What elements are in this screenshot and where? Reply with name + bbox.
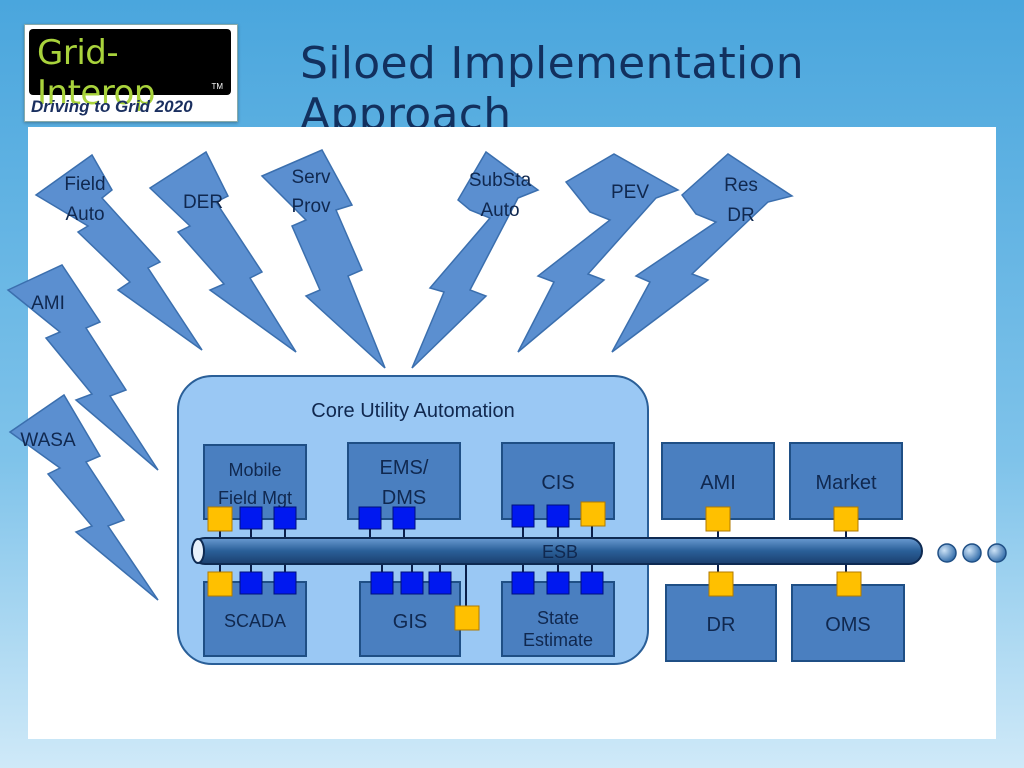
bolt-wasa-label: WASA xyxy=(20,430,76,451)
ami-box-label: AMI xyxy=(700,472,736,494)
esb-bus-end xyxy=(191,538,205,564)
yellow-connector xyxy=(454,605,480,631)
market-box xyxy=(789,442,903,520)
blue-connector xyxy=(546,571,570,595)
cis-label: CIS xyxy=(541,472,574,494)
dr-box xyxy=(665,584,777,662)
bolt-ami-label: AMI xyxy=(31,293,65,314)
yellow-connector xyxy=(580,501,606,527)
ems-dms-label-1: EMS/ xyxy=(380,457,429,479)
continuation-dot xyxy=(987,543,1007,563)
blue-connector xyxy=(273,506,297,530)
continuation-dot xyxy=(937,543,957,563)
grid-interop-logo: Grid-Interop TM Driving to Grid 2020 xyxy=(24,24,238,122)
bolt-res-dr xyxy=(611,153,794,353)
core-utility-label: Core Utility Automation xyxy=(311,400,514,422)
bolt-der xyxy=(148,150,297,353)
bolt-field-auto-label-1: Field xyxy=(64,174,105,195)
bolt-pev xyxy=(517,153,680,353)
bolt-serv-prov-label-2: Prov xyxy=(291,196,331,217)
blue-connector xyxy=(239,571,263,595)
slide-title: Siloed Implementation Approach xyxy=(300,38,804,140)
blue-connector xyxy=(546,504,570,528)
bolt-serv-prov-label-1: Serv xyxy=(291,167,331,188)
blue-connector xyxy=(400,571,424,595)
yellow-connector xyxy=(207,506,233,532)
bolt-serv-prov xyxy=(260,149,386,369)
ami-box xyxy=(661,442,775,520)
yellow-connector xyxy=(708,571,734,597)
gis-label: GIS xyxy=(393,611,427,633)
blue-connector xyxy=(239,506,263,530)
bolt-wasa xyxy=(8,393,159,601)
blue-connector xyxy=(358,506,382,530)
logo-tm: TM xyxy=(211,82,223,91)
yellow-connector xyxy=(705,506,731,532)
scada-label: SCADA xyxy=(224,611,286,631)
bolt-substa-auto-label-1: SubSta xyxy=(469,170,532,191)
logo-badge: Grid-Interop TM xyxy=(29,29,231,113)
blue-connector xyxy=(370,571,394,595)
state-estimate-label-1: State xyxy=(537,608,579,628)
oms-box-label: OMS xyxy=(825,614,871,636)
mobile-field-mgt-label-1: Mobile xyxy=(228,460,281,480)
state-estimate-label-2: Estimate xyxy=(523,630,593,650)
market-box-label: Market xyxy=(815,472,877,494)
blue-connector xyxy=(392,506,416,530)
blue-connector xyxy=(428,571,452,595)
blue-connector xyxy=(511,571,535,595)
bolt-field-auto xyxy=(34,153,203,351)
blue-connector xyxy=(273,571,297,595)
logo-tagline: Driving to Grid 2020 xyxy=(31,97,193,116)
blue-connector xyxy=(511,504,535,528)
bolt-pev-label: PEV xyxy=(611,182,649,203)
bolt-ami xyxy=(6,264,159,471)
continuation-dot xyxy=(962,543,982,563)
logo-wordmark: Grid-Interop xyxy=(37,33,155,113)
ems-dms-label-2: DMS xyxy=(382,487,426,509)
dr-box-label: DR xyxy=(707,614,736,636)
bolt-substa-auto-label-2: Auto xyxy=(480,200,519,221)
oms-box xyxy=(791,584,905,662)
yellow-connector xyxy=(836,571,862,597)
bolt-res-dr-label-1: Res xyxy=(724,175,758,196)
esb-label: ESB xyxy=(542,542,578,562)
blue-connector xyxy=(580,571,604,595)
bolt-der-label: DER xyxy=(183,192,223,213)
bolt-substa-auto xyxy=(411,150,540,369)
bolt-field-auto-label-2: Auto xyxy=(65,204,104,225)
yellow-connector xyxy=(207,571,233,597)
bolt-res-dr-label-2: DR xyxy=(727,205,754,226)
mobile-field-mgt-label-2: Field Mgt xyxy=(218,488,292,508)
yellow-connector xyxy=(833,506,859,532)
ems-dms-box xyxy=(347,442,461,520)
